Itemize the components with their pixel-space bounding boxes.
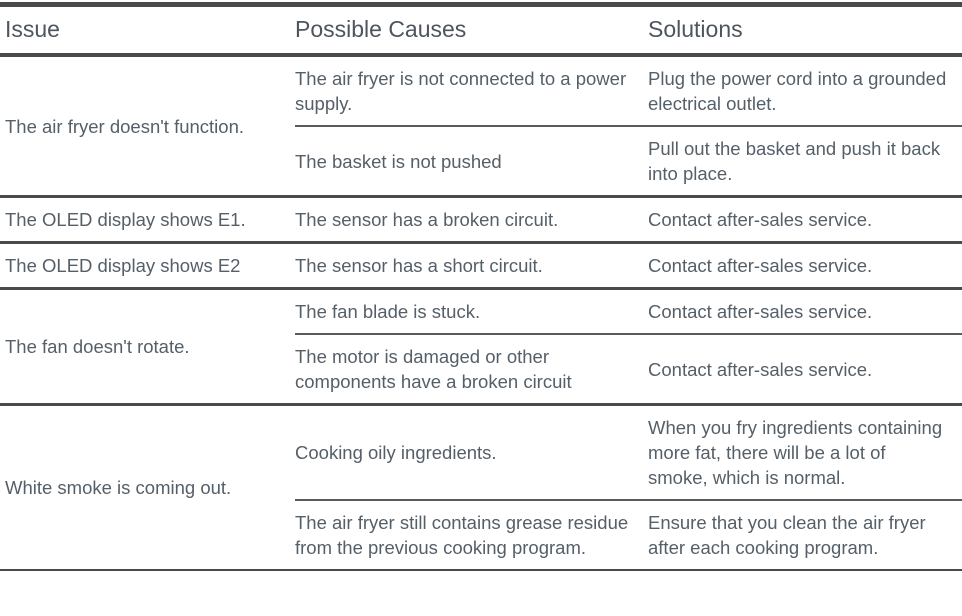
table-header: Issue Possible Causes Solutions: [0, 7, 962, 57]
cell-solution: When you fry ingredients containing more…: [648, 403, 962, 500]
solution-text: Ensure that you clean the air fryer afte…: [648, 512, 926, 558]
issue-text: The air fryer doesn't function.: [5, 115, 245, 137]
table-body: The air fryer doesn't function. The air f…: [0, 53, 962, 572]
cell-solution: Contact after-sales service.: [648, 287, 962, 334]
issue-text: The OLED display shows E2: [5, 255, 241, 276]
cell-cause: The sensor has a broken circuit.: [295, 195, 648, 243]
table-row: White smoke is coming out. Cooking oily i…: [0, 403, 962, 570]
cause-text: The sensor has a broken circuit.: [295, 209, 559, 230]
table-row: The air fryer still contains grease resi…: [0, 499, 962, 570]
table-header-row: Issue Possible Causes Solutions: [0, 7, 962, 57]
table-row: The basket is not pushed Pull out the bas…: [0, 125, 962, 197]
cell-cause: The air fryer still contains grease resi…: [295, 499, 648, 570]
cause-text: The basket is not pushed: [295, 150, 502, 172]
table-row: The OLED display shows E2 The sensor has …: [0, 241, 962, 289]
solution-text: Contact after-sales service.: [648, 301, 873, 322]
column-header-issue: Issue: [0, 7, 295, 57]
cell-issue: The air fryer doesn't function.: [0, 53, 295, 197]
cell-solution: Pull out the basket and push it back int…: [648, 125, 962, 197]
cell-solution: Plug the power cord into a grounded elec…: [648, 53, 962, 126]
cell-cause: The motor is damaged or other components…: [295, 333, 648, 405]
table-row: The fan doesn't rotate. The fan blade is …: [0, 287, 962, 405]
solution-text: When you fry ingredients containing more…: [648, 417, 943, 488]
issue-text: White smoke is coming out.: [5, 477, 232, 498]
cause-text: The sensor has a short circuit.: [295, 255, 543, 276]
solution-text: Contact after-sales service.: [648, 209, 873, 230]
column-header-cause: Possible Causes: [295, 7, 648, 57]
cell-solution: Ensure that you clean the air fryer afte…: [648, 499, 962, 570]
table-bottom-rule-segment: [295, 569, 648, 572]
table-bottom-rule: [0, 569, 962, 572]
solution-text: Pull out the basket and push it back int…: [648, 138, 941, 184]
table-row: The air fryer doesn't function. The air f…: [0, 53, 962, 197]
cell-cause: The air fryer is not connected to a powe…: [295, 53, 648, 126]
issue-text: The OLED display shows E1.: [5, 209, 246, 230]
cell-solution: Contact after-sales service.: [648, 333, 962, 405]
table-row: The motor is damaged or other components…: [0, 333, 962, 405]
cell-solution: Contact after-sales service.: [648, 195, 962, 243]
table-top-rule: [0, 2, 962, 7]
cause-text: The fan blade is stuck.: [295, 301, 481, 322]
cell-issue: The OLED display shows E1.: [0, 195, 295, 243]
table-row: The OLED display shows E1. The sensor has…: [0, 195, 962, 243]
column-header-solution: Solutions: [648, 7, 962, 57]
cause-text: The air fryer is not connected to a powe…: [295, 68, 627, 114]
cell-cause: The basket is not pushed: [295, 125, 648, 197]
cell-cause: The sensor has a short circuit.: [295, 241, 648, 289]
solution-text: Plug the power cord into a grounded elec…: [648, 68, 947, 114]
troubleshooting-table: Issue Possible Causes Solutions The air …: [0, 7, 962, 572]
cell-issue: The fan doesn't rotate.: [0, 287, 295, 405]
cause-text: The motor is damaged or other components…: [295, 346, 572, 392]
table-bottom-rule-segment: [648, 569, 962, 572]
cell-issue: The OLED display shows E2: [0, 241, 295, 289]
cell-cause: The fan blade is stuck.: [295, 287, 648, 334]
issue-text: The fan doesn't rotate.: [5, 336, 190, 357]
table-bottom-rule-segment: [0, 569, 295, 572]
solution-text: Contact after-sales service.: [648, 358, 873, 380]
solution-text: Contact after-sales service.: [648, 255, 873, 276]
cell-issue: White smoke is coming out.: [0, 403, 295, 570]
cause-text: Cooking oily ingredients.: [295, 442, 497, 463]
cause-text: The air fryer still contains grease resi…: [295, 512, 629, 558]
cell-cause: Cooking oily ingredients.: [295, 403, 648, 500]
cell-solution: Contact after-sales service.: [648, 241, 962, 289]
